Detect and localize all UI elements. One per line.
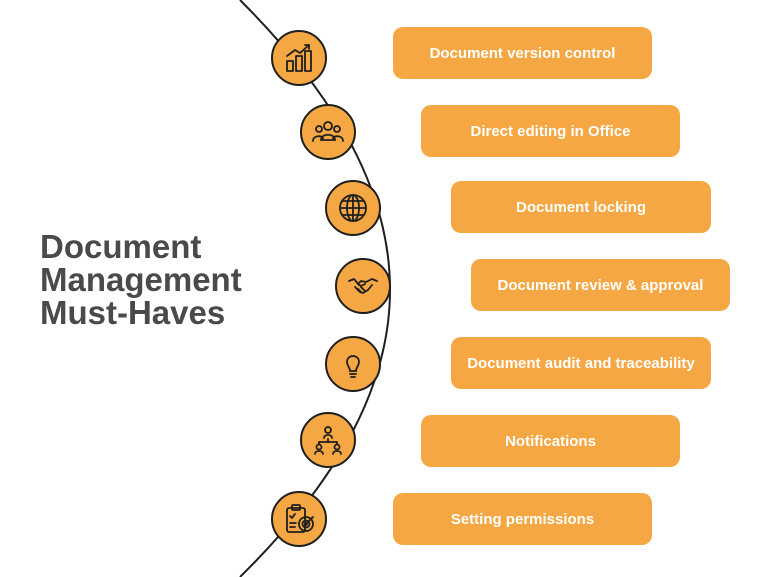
team-icon	[312, 121, 344, 142]
title-line-1: Document	[40, 228, 202, 265]
feature-node-2	[300, 104, 356, 160]
page-title: Document Management Must-Haves	[40, 230, 242, 329]
lightbulb-icon	[346, 355, 360, 378]
feature-node-4	[335, 258, 391, 314]
feature-pill-notifications: Notifications	[421, 415, 680, 467]
bar-chart-icon	[286, 44, 312, 72]
feature-node-6	[300, 412, 356, 468]
globe-icon	[339, 194, 367, 222]
feature-node-1	[271, 30, 327, 86]
feature-pill-review-approval: Document review & approval	[471, 259, 730, 311]
clipboard-target-icon	[286, 504, 314, 533]
feature-pill-direct-editing: Direct editing in Office	[421, 105, 680, 157]
feature-pill-audit-traceability: Document audit and traceability	[451, 337, 711, 389]
feature-pill-document-locking: Document locking	[451, 181, 711, 233]
feature-node-3	[325, 180, 381, 236]
feature-node-7	[271, 491, 327, 547]
network-icon	[314, 426, 342, 455]
handshake-icon	[348, 278, 378, 294]
title-line-2: Management	[40, 261, 242, 298]
feature-node-5	[325, 336, 381, 392]
feature-pill-version-control: Document version control	[393, 27, 652, 79]
title-line-3: Must-Haves	[40, 294, 226, 331]
feature-pill-setting-permissions: Setting permissions	[393, 493, 652, 545]
